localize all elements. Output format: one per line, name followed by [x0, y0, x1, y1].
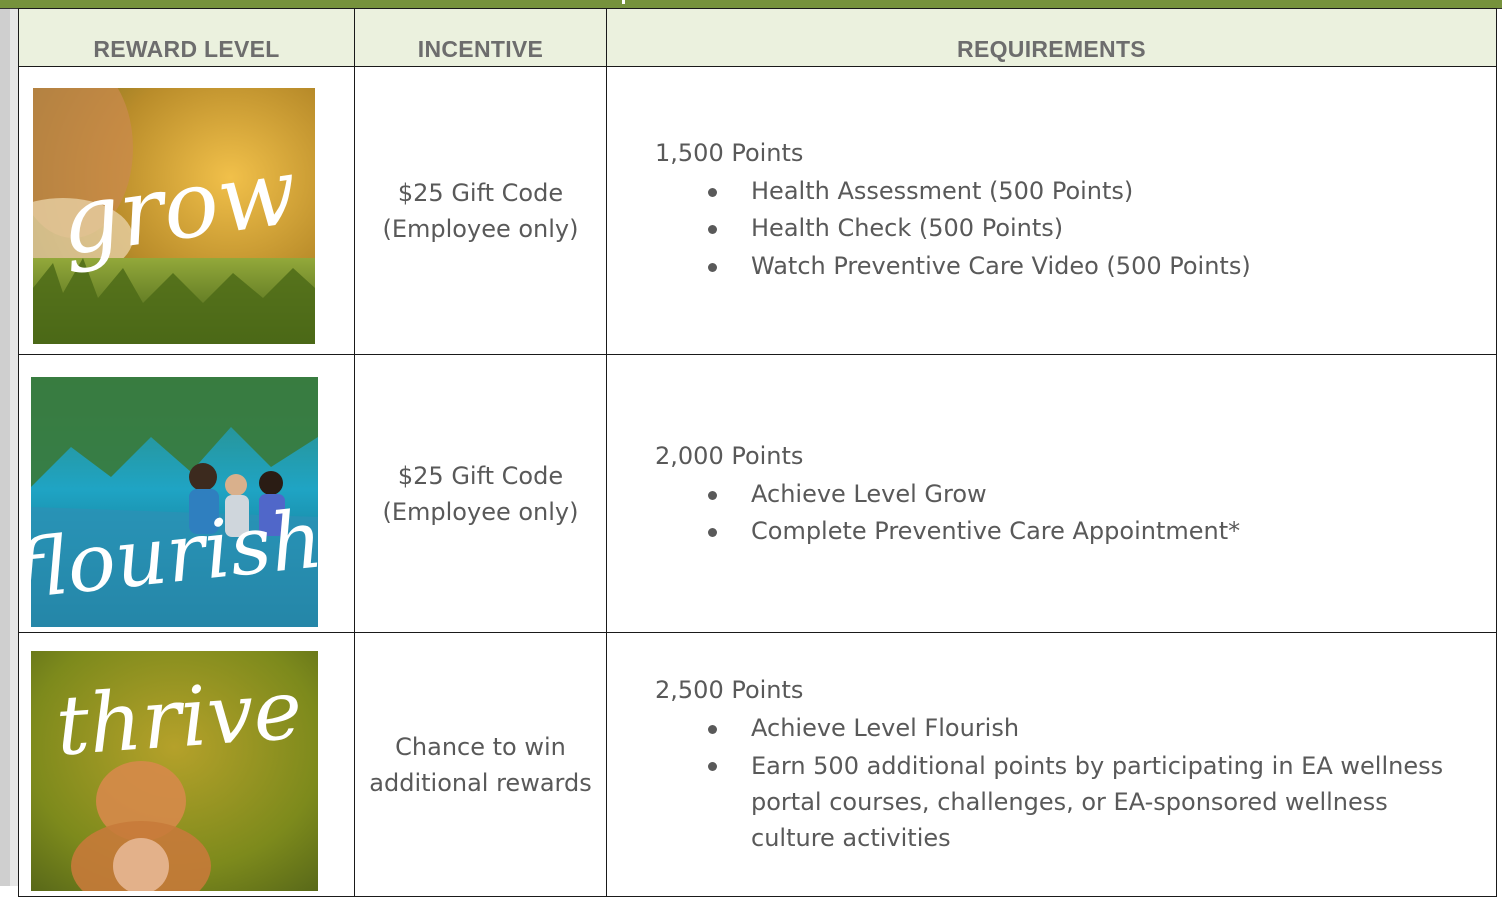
list-item: Health Check (500 Points) — [655, 210, 1496, 248]
table-header-row: REWARD LEVEL INCENTIVE REQUIREMENTS — [18, 8, 1497, 67]
list-item-text: portal courses, challenges, or EA-sponso… — [751, 788, 1388, 816]
table-row: thrive Chance to win additional rewards … — [18, 632, 1497, 897]
requirement-list: Achieve Level Grow Complete Preventive C… — [655, 476, 1496, 551]
incentive-line: (Employee only) — [382, 214, 579, 243]
list-item-text: Complete Preventive Care Appointment* — [751, 517, 1241, 545]
table-row: flourish $25 Gift Code (Employee only) 2… — [18, 354, 1497, 633]
header-incentive: INCENTIVE — [354, 8, 607, 67]
incentive-cell: $25 Gift Code (Employee only) — [354, 354, 607, 633]
list-item-text: Achieve Level Grow — [751, 479, 987, 508]
list-item-text: culture activities — [751, 824, 951, 852]
header-requirements: REQUIREMENTS — [606, 8, 1497, 67]
grow-image: grow — [33, 88, 315, 344]
points-total: 2,000 Points — [655, 442, 804, 470]
requirements-cell: 1,500 Points Health Assessment (500 Poin… — [606, 66, 1497, 355]
incentive-cell: Chance to win additional rewards — [354, 632, 607, 897]
list-item: Achieve Level Flourish — [655, 710, 1496, 748]
list-item: Health Assessment (500 Points) — [655, 173, 1496, 211]
list-item: Complete Preventive Care Appointment* — [655, 513, 1496, 551]
incentive-line: Chance to win — [395, 732, 566, 761]
thrive-image: thrive — [31, 651, 318, 891]
points-total: 2,500 Points — [655, 676, 804, 704]
list-item: Achieve Level Grow — [655, 476, 1496, 514]
rewards-table: REWARD LEVEL INCENTIVE REQUIREMENTS — [18, 8, 1497, 897]
list-item-text: Achieve Level Flourish — [751, 713, 1020, 742]
incentive-cell: $25 Gift Code (Employee only) — [354, 66, 607, 355]
header-reward-level: REWARD LEVEL — [18, 8, 355, 67]
list-item: Watch Preventive Care Video (500 Points) — [655, 248, 1496, 286]
reward-level-cell: thrive — [18, 632, 355, 897]
list-item-text: Health Check (500 Points) — [751, 214, 1064, 242]
list-item-text: Earn 500 additional points by participat… — [751, 752, 1444, 780]
list-item-text: Watch Preventive Care Video (500 Points) — [751, 251, 1251, 280]
flourish-image: flourish — [31, 377, 318, 627]
incentive-line: $25 Gift Code — [397, 461, 564, 490]
reward-level-cell: flourish — [18, 354, 355, 633]
requirements-cell: 2,500 Points Achieve Level Flourish Earn… — [606, 632, 1497, 897]
thrive-word: thrive — [53, 663, 305, 775]
left-margin-strip — [0, 0, 10, 886]
incentive-line: $25 Gift Code — [397, 178, 564, 207]
list-item: Earn 500 additional points by participat… — [655, 747, 1496, 856]
incentive-line: additional rewards — [369, 768, 592, 797]
points-total: 1,500 Points — [655, 139, 804, 167]
reward-level-cell: grow — [18, 66, 355, 355]
table-row: grow $25 Gift Code (Employee only) 1,500… — [18, 66, 1497, 355]
requirement-list: Achieve Level Flourish Earn 500 addition… — [655, 710, 1496, 857]
list-item-text: Health Assessment (500 Points) — [751, 176, 1134, 205]
left-margin-shade — [10, 0, 18, 886]
incentive-line: (Employee only) — [382, 497, 579, 526]
requirement-list: Health Assessment (500 Points) Health Ch… — [655, 173, 1496, 286]
requirements-cell: 2,000 Points Achieve Level Grow Complete… — [606, 354, 1497, 633]
